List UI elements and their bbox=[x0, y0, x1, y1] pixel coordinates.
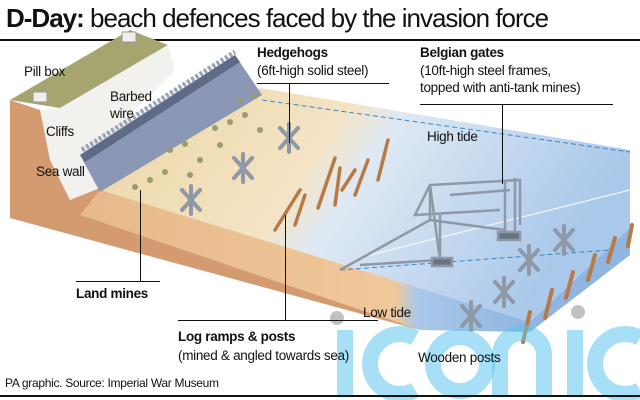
sea-wall-top bbox=[80, 55, 240, 162]
label-log-ramps: Log ramps & posts bbox=[178, 329, 296, 344]
belgian-leader bbox=[420, 104, 613, 105]
bottom-rule bbox=[0, 395, 640, 397]
pill-box bbox=[121, 31, 137, 43]
belgian-gates bbox=[339, 178, 522, 272]
label-cliffs: Cliffs bbox=[46, 124, 74, 139]
beach-surface bbox=[100, 88, 630, 322]
label-pill-box: Pill box bbox=[24, 64, 66, 79]
page-title: D-Day: beach defences faced by the invas… bbox=[6, 3, 549, 33]
log-leader-v bbox=[285, 215, 286, 320]
cliff-face bbox=[40, 45, 175, 200]
high-tide-line bbox=[261, 99, 631, 153]
label-belgian-desc: (10ft-high steel frames,topped with anti… bbox=[420, 63, 581, 95]
label-sea-wall: Sea wall bbox=[36, 164, 85, 179]
label-log-desc: (mined & angled towards sea) bbox=[178, 348, 349, 363]
label-land-mines: Land mines bbox=[76, 286, 149, 301]
beach-front bbox=[80, 190, 530, 332]
hedgehogs-leader bbox=[257, 83, 389, 84]
land-mines bbox=[132, 93, 263, 190]
barbed-wire bbox=[80, 49, 237, 153]
label-hedgehogs: Hedgehogs bbox=[257, 45, 328, 60]
log-ramps bbox=[273, 138, 390, 232]
wooden-posts bbox=[521, 223, 634, 344]
hedgehogs-leader-v bbox=[289, 83, 290, 143]
land-mines-leader bbox=[76, 281, 160, 282]
watermark-logo bbox=[337, 325, 640, 400]
label-wooden-posts: Wooden posts bbox=[418, 350, 501, 365]
pill-box bbox=[32, 91, 48, 103]
label-high-tide: High tide bbox=[427, 129, 478, 144]
source-credit: PA graphic. Source: Imperial War Museum bbox=[5, 376, 219, 390]
sea-wall bbox=[80, 55, 262, 192]
belgian-leader-v bbox=[502, 104, 503, 184]
sea-edge bbox=[369, 189, 631, 256]
land-mines-leader-v bbox=[140, 190, 141, 281]
label-hedgehogs-desc: (6ft-high solid steel) bbox=[257, 63, 369, 78]
top-rule bbox=[0, 39, 640, 41]
cliff-top bbox=[10, 30, 168, 108]
log-leader bbox=[178, 320, 378, 321]
label-belgian-gates: Belgian gates bbox=[420, 45, 504, 60]
sea-side bbox=[530, 228, 630, 332]
mine-markers bbox=[330, 305, 585, 325]
label-low-tide: Low tide bbox=[363, 305, 411, 320]
